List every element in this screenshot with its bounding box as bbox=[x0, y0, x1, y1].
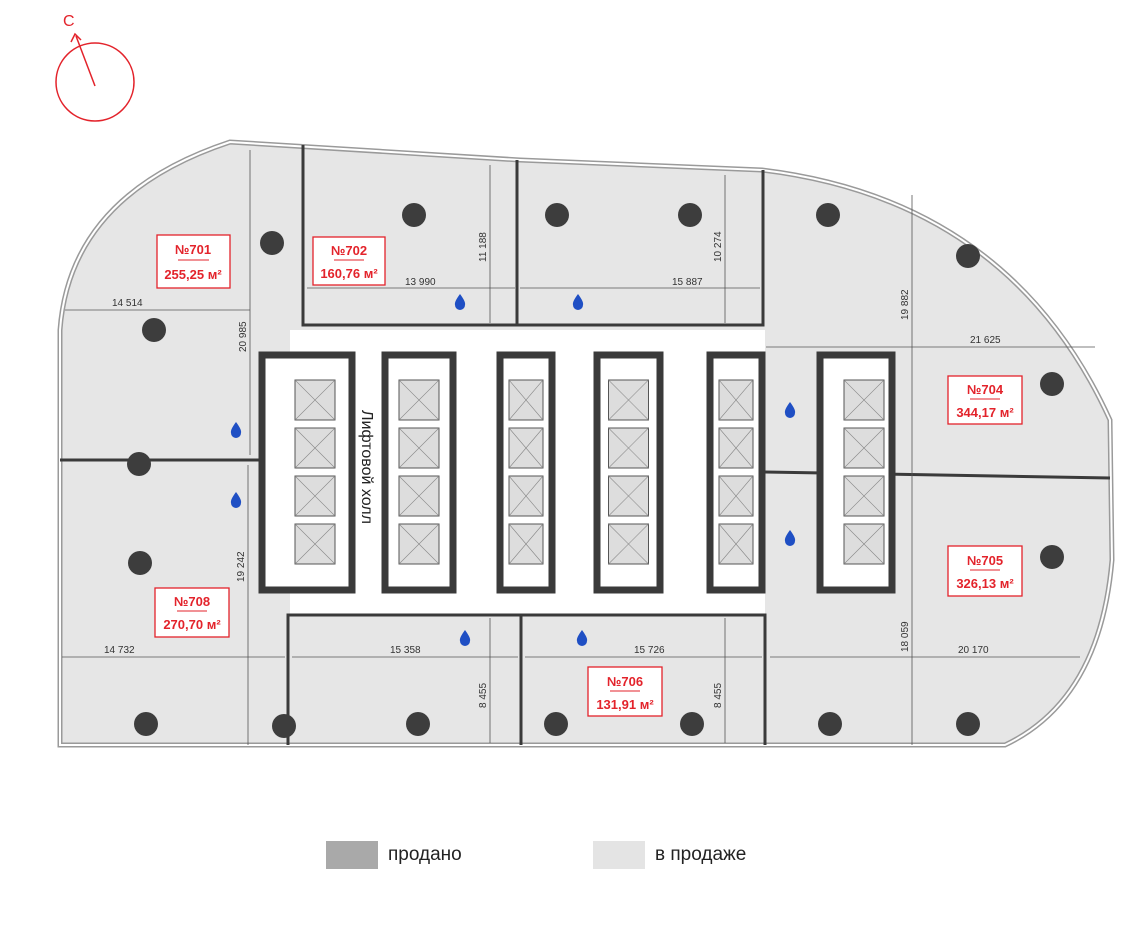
unit-number: №708 bbox=[174, 594, 210, 609]
column-icon bbox=[1040, 372, 1064, 396]
elevator-bank bbox=[381, 351, 457, 594]
elevator-bank bbox=[496, 351, 556, 594]
column-icon bbox=[272, 714, 296, 738]
elevator-bank bbox=[258, 351, 356, 594]
column-icon bbox=[134, 712, 158, 736]
dim-label: 13 990 bbox=[405, 277, 436, 288]
legend-label: продано bbox=[388, 844, 462, 865]
dim-label: 20 170 bbox=[958, 645, 989, 656]
water-points bbox=[230, 294, 796, 646]
compass-north-label: С bbox=[63, 13, 75, 30]
dimension-labels: 14 514 13 990 15 887 11 188 10 274 20 98… bbox=[104, 231, 1001, 708]
unit-area: 160,76 м² bbox=[320, 266, 378, 281]
compass: С bbox=[55, 13, 135, 122]
column-icon bbox=[142, 318, 166, 342]
water-drop-icon bbox=[784, 530, 796, 546]
dim-label: 15 726 bbox=[634, 645, 665, 656]
compass-needle bbox=[75, 35, 96, 87]
legend-swatch-for-sale bbox=[593, 841, 645, 869]
dim-label: 21 625 bbox=[970, 335, 1001, 346]
legend-swatch-sold bbox=[326, 841, 378, 869]
unit-704[interactable]: №704 344,17 м² bbox=[947, 375, 1023, 425]
water-drop-icon bbox=[230, 492, 242, 508]
dim-label: 18 059 bbox=[900, 621, 911, 652]
water-drop-icon bbox=[459, 630, 471, 646]
column-icon bbox=[678, 203, 702, 227]
unit-706[interactable]: №706 131,91 м² bbox=[587, 666, 663, 717]
unit-705[interactable]: №705 326,13 м² bbox=[947, 545, 1023, 597]
compass-circle bbox=[55, 42, 135, 122]
water-drop-icon bbox=[576, 630, 588, 646]
unit-702[interactable]: №702 160,76 м² bbox=[312, 236, 386, 286]
unit-number: №705 bbox=[967, 553, 1003, 568]
water-drop-icon bbox=[784, 402, 796, 418]
column-icon bbox=[818, 712, 842, 736]
unit-area: 344,17 м² bbox=[956, 405, 1014, 420]
unit-area: 270,70 м² bbox=[163, 617, 221, 632]
column-icon bbox=[127, 452, 151, 476]
dim-label: 14 514 bbox=[112, 298, 143, 309]
unit-number: №702 bbox=[331, 243, 367, 258]
column-icon bbox=[128, 551, 152, 575]
dim-label: 15 887 bbox=[672, 277, 703, 288]
dim-label: 8 455 bbox=[713, 683, 724, 708]
water-drop-icon bbox=[454, 294, 466, 310]
unit-area: 131,91 м² bbox=[596, 697, 654, 712]
facade-line bbox=[59, 140, 1114, 746]
dim-label: 8 455 bbox=[478, 683, 489, 708]
dimension-lines bbox=[62, 150, 1095, 745]
column-icon bbox=[1040, 545, 1064, 569]
column-icon bbox=[816, 203, 840, 227]
dim-label: 19 882 bbox=[900, 289, 911, 320]
hall-label: Лифтовой холл bbox=[358, 410, 375, 524]
column-icon bbox=[544, 712, 568, 736]
dim-label: 19 242 bbox=[236, 551, 247, 582]
legend-for-sale: в продаже bbox=[593, 841, 746, 869]
water-drop-icon bbox=[230, 422, 242, 438]
column-icon bbox=[956, 712, 980, 736]
legend-label: в продаже bbox=[655, 844, 747, 865]
unit-number: №701 bbox=[175, 242, 211, 257]
dim-label: 15 358 bbox=[390, 645, 421, 656]
unit-number: №706 bbox=[607, 674, 643, 689]
column-icon bbox=[406, 712, 430, 736]
dim-label: 11 188 bbox=[478, 232, 489, 262]
dim-label: 14 732 bbox=[104, 645, 135, 656]
elevator-bank bbox=[706, 351, 766, 594]
north-arrow-icon bbox=[70, 32, 82, 43]
water-drop-icon bbox=[572, 294, 584, 310]
column-icon bbox=[680, 712, 704, 736]
dim-label: 10 274 bbox=[713, 231, 724, 262]
column-icon bbox=[956, 244, 980, 268]
unit-701[interactable]: №701 255,25 м² bbox=[156, 234, 231, 289]
dim-label: 20 985 bbox=[238, 321, 249, 352]
elevator-bank bbox=[593, 351, 664, 594]
columns bbox=[127, 203, 1064, 738]
elevator-bank bbox=[816, 351, 896, 594]
column-icon bbox=[545, 203, 569, 227]
unit-area: 326,13 м² bbox=[956, 576, 1014, 591]
elevator-banks bbox=[258, 351, 896, 594]
column-icon bbox=[402, 203, 426, 227]
column-icon bbox=[260, 231, 284, 255]
unit-area: 255,25 м² bbox=[164, 267, 222, 282]
legend-sold: продано bbox=[326, 841, 462, 869]
unit-walls bbox=[60, 145, 1111, 745]
unit-708[interactable]: №708 270,70 м² bbox=[154, 587, 230, 638]
unit-number: №704 bbox=[967, 382, 1004, 397]
